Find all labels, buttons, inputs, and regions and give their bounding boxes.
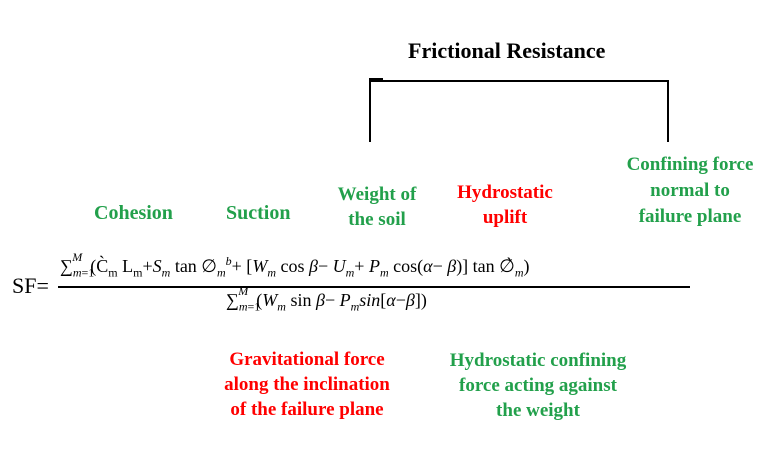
hydro-confining-line-1: Hydrostatic confining — [449, 350, 627, 371]
equation-denominator: ∑m=1M(Wm sin β− Pmsin[α−β]) — [226, 284, 427, 314]
gravitational-line-2: along the inclination — [224, 374, 390, 395]
hydrostatic-confining-label: Hydrostatic confining force acting again… — [424, 348, 652, 423]
confining-line-3: failure plane — [638, 206, 742, 227]
hydro-confining-line-2: force acting against — [459, 375, 617, 396]
gravitational-force-label: Gravitational force along the inclinatio… — [198, 347, 416, 422]
confining-line-2: normal to — [650, 180, 730, 201]
fraction-bar — [58, 286, 690, 288]
gravitational-line-3: of the failure plane — [230, 399, 384, 420]
weight-line-1: Weight of — [337, 184, 417, 205]
frictional-resistance-title: Frictional Resistance — [408, 38, 606, 63]
uplift-line-1: Hydrostatic — [457, 182, 553, 203]
weight-of-soil-label: Weight of the soil — [318, 182, 436, 232]
equation-numerator: ∑m=1M(C̀m Lm+Sm tan ∅mb+ [Wm cos β− Um+ … — [60, 250, 530, 280]
bracket-top-line — [369, 80, 669, 82]
hydrostatic-uplift-label: Hydrostatic uplift — [438, 180, 572, 230]
bracket-right-leg — [667, 80, 669, 142]
confining-line-1: Confining force — [626, 154, 754, 175]
suction-label: Suction — [226, 202, 291, 224]
confining-force-label: Confining force normal to failure plane — [598, 152, 772, 230]
hydro-confining-line-3: the weight — [496, 400, 580, 421]
cohesion-label: Cohesion — [94, 202, 173, 224]
bracket-tick — [369, 78, 383, 80]
gravitational-line-1: Gravitational force — [229, 349, 385, 370]
equation-lhs: SF= — [12, 273, 49, 298]
weight-line-2: the soil — [348, 209, 406, 230]
uplift-line-2: uplift — [482, 207, 528, 228]
bracket-left-leg — [369, 80, 371, 142]
